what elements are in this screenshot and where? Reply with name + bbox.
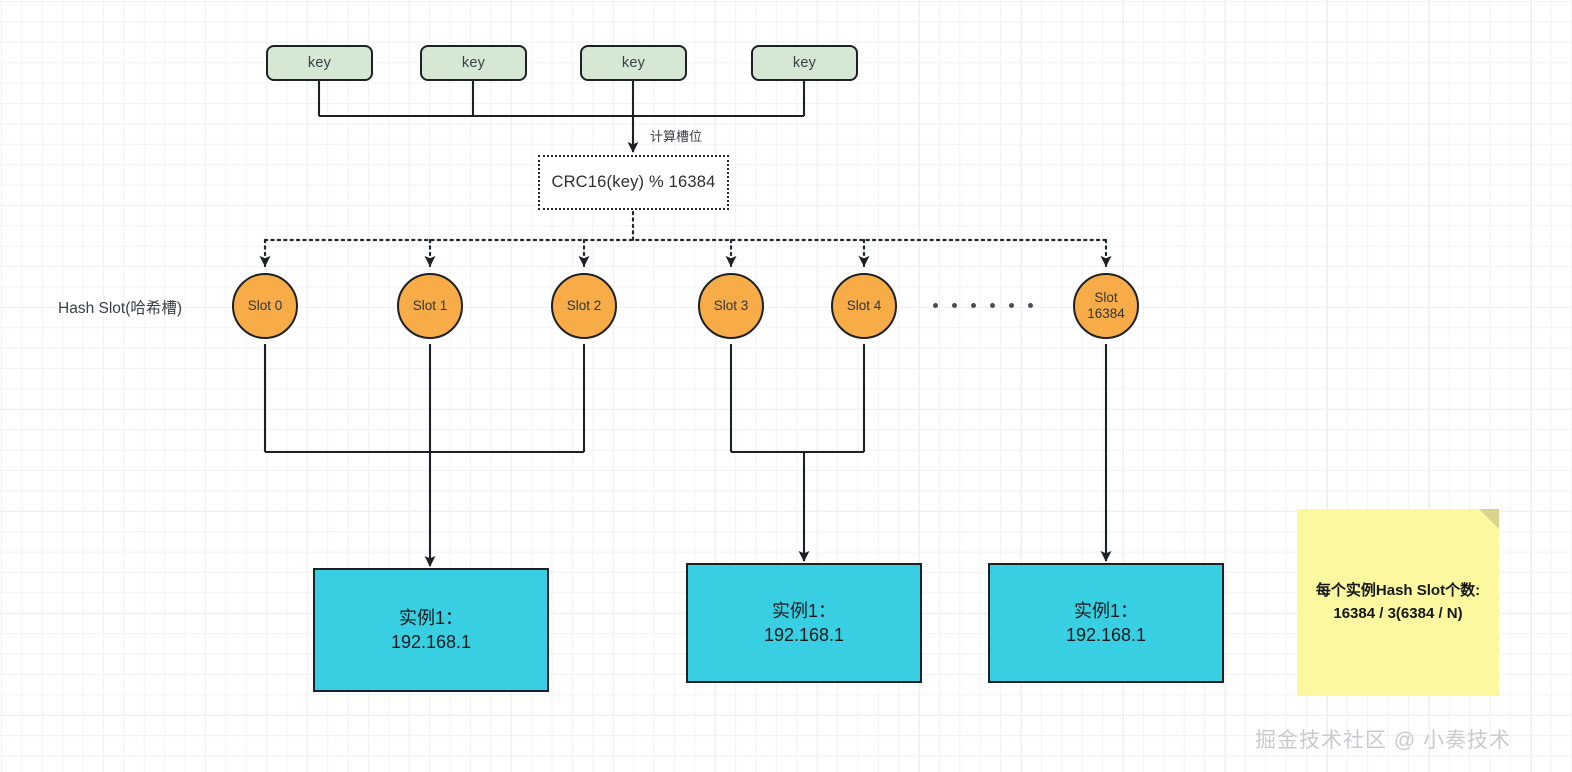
hash-slot-row-label: Hash Slot(哈希槽)	[58, 300, 183, 317]
instance-name: 实例1：	[398, 607, 463, 628]
key-box-label: key	[621, 55, 646, 71]
ellipsis-dot	[990, 303, 995, 308]
note-line-1: 每个实例Hash Slot个数:	[1315, 582, 1481, 599]
hash-function-label: CRC16(key) % 16384	[551, 173, 716, 191]
instance-box-2[interactable]: 实例1： 192.168.1	[686, 563, 922, 683]
key-box-3[interactable]: key	[580, 45, 687, 81]
calc-slot-edge-label: 计算槽位	[650, 129, 703, 144]
key-box-label: key	[792, 55, 817, 71]
slot-label: Slot 3	[713, 298, 749, 314]
key-box-label: key	[461, 55, 486, 71]
hash-to-slots-connectors	[259, 210, 1112, 268]
slot-to-instance-connectors	[263, 344, 1112, 567]
slot-node-3[interactable]: Slot 3	[698, 273, 764, 339]
sticky-note[interactable]: 每个实例Hash Slot个数: 16384 / 3(6384 / N)	[1297, 509, 1499, 696]
instance-address: 192.168.1	[1065, 625, 1147, 645]
watermark: 掘金技术社区 @ 小奏技术	[1255, 729, 1511, 752]
ellipsis-dot	[1028, 303, 1033, 308]
key-box-label: key	[307, 55, 332, 71]
key-box-2[interactable]: key	[420, 45, 527, 81]
instance-box-1[interactable]: 实例1： 192.168.1	[313, 568, 549, 692]
ellipsis-dot	[1009, 303, 1014, 308]
instance-box-3[interactable]: 实例1： 192.168.1	[988, 563, 1224, 683]
ellipsis-dot	[933, 303, 938, 308]
ellipsis-dot	[952, 303, 957, 308]
slot-label: Slot 2	[566, 298, 602, 314]
key-box-1[interactable]: key	[266, 45, 373, 81]
key-to-hash-connectors	[317, 81, 806, 153]
note-fold-corner	[1479, 509, 1499, 529]
slot-label-line1: Slot	[1094, 290, 1118, 306]
instance-address: 192.168.1	[763, 625, 845, 645]
slot-node-0[interactable]: Slot 0	[232, 273, 298, 339]
slot-node-4[interactable]: Slot 4	[831, 273, 897, 339]
hash-function-box[interactable]: CRC16(key) % 16384	[538, 155, 729, 210]
slot-label-line2: 16384	[1087, 306, 1125, 321]
slot-label: Slot 0	[247, 298, 283, 314]
ellipsis-dot	[971, 303, 976, 308]
note-line-2: 16384 / 3(6384 / N)	[1333, 604, 1463, 622]
note-text: 每个实例Hash Slot个数: 16384 / 3(6384 / N)	[1306, 580, 1490, 625]
slot-node-2[interactable]: Slot 2	[551, 273, 617, 339]
instance-name: 实例1：	[771, 600, 836, 621]
slot-label: Slot 1	[412, 298, 448, 314]
slot-label: Slot 4	[846, 298, 882, 314]
slot-node-16384[interactable]: Slot 16384	[1073, 273, 1139, 339]
slot-ellipsis	[933, 303, 1033, 308]
key-box-4[interactable]: key	[751, 45, 858, 81]
instance-address: 192.168.1	[390, 632, 472, 652]
slot-node-1[interactable]: Slot 1	[397, 273, 463, 339]
instance-name: 实例1：	[1073, 600, 1138, 621]
